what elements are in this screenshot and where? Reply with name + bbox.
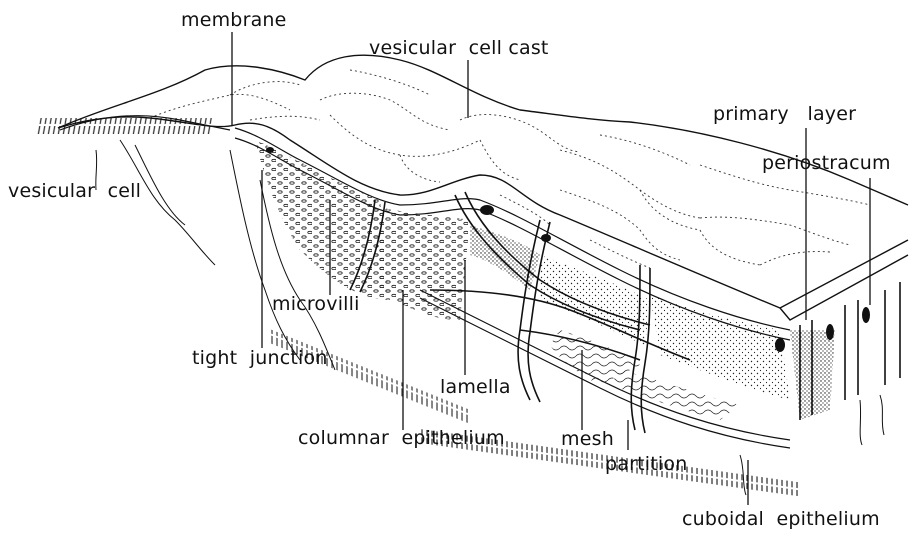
microvilli-fringe-left — [36, 118, 214, 134]
label-microvilli: microvilli — [272, 293, 360, 315]
label-columnar-epithelium: columnar epithelium — [298, 427, 505, 449]
label-membrane: membrane — [181, 9, 287, 31]
top-surface — [58, 55, 908, 320]
label-mesh: mesh — [561, 428, 614, 450]
columnar-epithelium-region — [255, 140, 390, 300]
label-primary-layer: primary layer — [713, 103, 856, 125]
label-partition: partition — [605, 453, 687, 475]
label-lamella: lamella — [440, 376, 511, 398]
label-cuboidal-epithelium: cuboidal epithelium — [682, 508, 880, 530]
label-tight-junction: tight junction — [192, 347, 328, 369]
label-vesicular-cell-cast: vesicular cell cast — [369, 37, 549, 59]
label-vesicular-cell: vesicular cell — [8, 180, 141, 202]
label-periostracum: periostracum — [762, 152, 891, 174]
